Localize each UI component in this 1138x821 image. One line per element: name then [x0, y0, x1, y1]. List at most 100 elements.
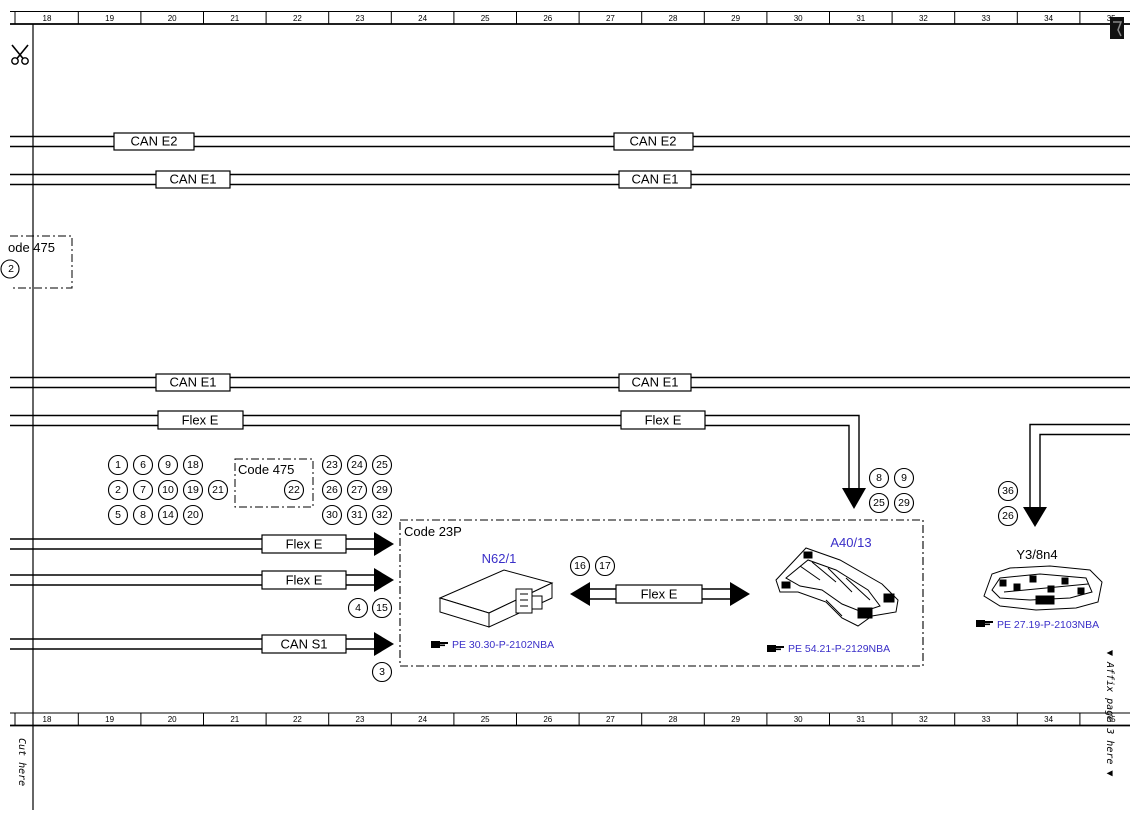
svg-text:A40/13: A40/13	[830, 535, 871, 550]
svg-text:23: 23	[326, 459, 338, 471]
connector-ref-circle: 1	[107, 454, 129, 476]
bus-label-can-e2: CAN E2	[613, 132, 694, 151]
ruler-number: 24	[418, 715, 427, 724]
arrow-right-icon	[374, 532, 394, 556]
ruler-number: 32	[919, 14, 928, 23]
bus-to-y3	[1023, 423, 1130, 527]
connector-ref-circle: 9	[157, 454, 179, 476]
svg-text:CAN S1: CAN S1	[281, 636, 328, 651]
ruler-number: 23	[356, 14, 365, 23]
arrow-right-icon	[374, 632, 394, 656]
svg-text:6: 6	[140, 459, 146, 471]
ruler-number: 33	[982, 715, 991, 724]
connector-refs-link: 16 17	[569, 555, 616, 577]
svg-text:Flex E: Flex E	[286, 572, 323, 587]
connector-ref-circle: 24	[346, 454, 368, 476]
ruler-number: 30	[794, 715, 803, 724]
bus-label-can-e1: CAN E1	[618, 373, 692, 392]
svg-text:29: 29	[898, 497, 910, 509]
connector-ref-circle: 2	[107, 479, 129, 501]
svg-text:PE 30.30-P-2102NBA: PE 30.30-P-2102NBA	[452, 639, 554, 651]
svg-text:CAN E1: CAN E1	[632, 374, 679, 389]
svg-text:CAN E2: CAN E2	[131, 133, 178, 148]
svg-text:26: 26	[326, 484, 338, 496]
svg-text:CAN E1: CAN E1	[632, 171, 679, 186]
connector-ref-circle: 6	[132, 454, 154, 476]
svg-text:Code 23P: Code 23P	[404, 524, 462, 539]
svg-text:29: 29	[376, 484, 388, 496]
flex-e-bus-top: Flex E Flex E	[10, 410, 866, 509]
flex-e-link: Flex E	[570, 582, 750, 606]
ruler-number: 20	[168, 715, 177, 724]
connector-ref-circle: 7	[132, 479, 154, 501]
connector-ref-circle: 27	[346, 479, 368, 501]
connector-ref-circle: 14	[157, 504, 179, 526]
connector-ref-circle: 23	[321, 454, 343, 476]
svg-text:4: 4	[355, 602, 361, 614]
svg-text:30: 30	[326, 509, 338, 521]
ruler-number: 30	[794, 14, 803, 23]
corner-mark-icon	[1110, 17, 1124, 39]
bus-label-flex-e: Flex E	[615, 584, 703, 604]
bus-label-can-e1: CAN E1	[155, 170, 231, 189]
ruler-number: 27	[606, 14, 615, 23]
connector-ref-circle: 21	[207, 479, 229, 501]
bus-label-flex-e: Flex E	[157, 410, 244, 430]
connector-ref-circle: 29	[371, 479, 393, 501]
mount-bracket-illustration	[775, 547, 899, 627]
bus-label-flex-e: Flex E	[261, 570, 347, 590]
component-n62-1: N62/1 PE 30.30-P-2102NBA	[431, 551, 554, 651]
connector-ref-circle: 20	[182, 504, 204, 526]
svg-text:CAN E1: CAN E1	[170, 374, 217, 389]
svg-text:Flex E: Flex E	[182, 412, 219, 427]
connector-ref-circle: 32	[371, 504, 393, 526]
connector-refs-y3: 36 26	[997, 480, 1019, 527]
arrow-down-icon	[1023, 507, 1047, 527]
connector-refs-a40: 8 9 25 29	[868, 467, 915, 514]
svg-text:25: 25	[873, 497, 885, 509]
pointing-hand-icon	[976, 620, 993, 627]
connector-ref-circle: 19	[182, 479, 204, 501]
code-475-box: Code 475 22	[234, 458, 314, 508]
ruler-number: 26	[543, 14, 552, 23]
svg-text:Code 475: Code 475	[238, 462, 294, 477]
cut-here-label: Cut here	[16, 738, 27, 786]
code-475-partial-box: ode 475 2	[0, 235, 73, 289]
svg-text:CAN E1: CAN E1	[170, 171, 217, 186]
connector-ref-circle: 26	[321, 479, 343, 501]
svg-text:9: 9	[901, 472, 907, 484]
ruler-number: 19	[105, 715, 114, 724]
svg-text:8: 8	[140, 509, 146, 521]
valve-body-illustration	[983, 565, 1103, 611]
bus-label-flex-e: Flex E	[261, 534, 347, 554]
can-e1-bus-top: CAN E1 CAN E1	[10, 170, 1130, 189]
svg-text:18: 18	[187, 459, 199, 471]
ruler-number: 27	[606, 715, 615, 724]
connector-ref-circle: 18	[182, 454, 204, 476]
svg-text:9: 9	[165, 459, 171, 471]
svg-text:32: 32	[376, 509, 388, 521]
arrow-left-icon	[570, 582, 590, 606]
svg-text:Flex E: Flex E	[641, 586, 678, 601]
svg-text:Y3/8n4: Y3/8n4	[1016, 547, 1057, 562]
ruler-number: 29	[731, 715, 740, 724]
svg-text:15: 15	[376, 602, 388, 614]
svg-text:36: 36	[1002, 485, 1014, 497]
ruler-number: 34	[1044, 14, 1053, 23]
svg-text:2: 2	[115, 484, 121, 496]
ruler-number: 21	[230, 14, 239, 23]
ruler-number: 25	[481, 715, 490, 724]
ruler-number: 19	[105, 14, 114, 23]
ruler-number: 33	[982, 14, 991, 23]
svg-text:PE 54.21-P-2129NBA: PE 54.21-P-2129NBA	[788, 643, 890, 655]
bus-label-can-e2: CAN E2	[113, 132, 195, 151]
component-y3-8n4: Y3/8n4 PE 27.19-P-2103NBA	[976, 547, 1103, 631]
svg-text:14: 14	[162, 509, 174, 521]
svg-text:Flex E: Flex E	[645, 412, 682, 427]
flex-e-input-2: Flex E	[10, 568, 394, 592]
svg-text:5: 5	[115, 509, 121, 521]
